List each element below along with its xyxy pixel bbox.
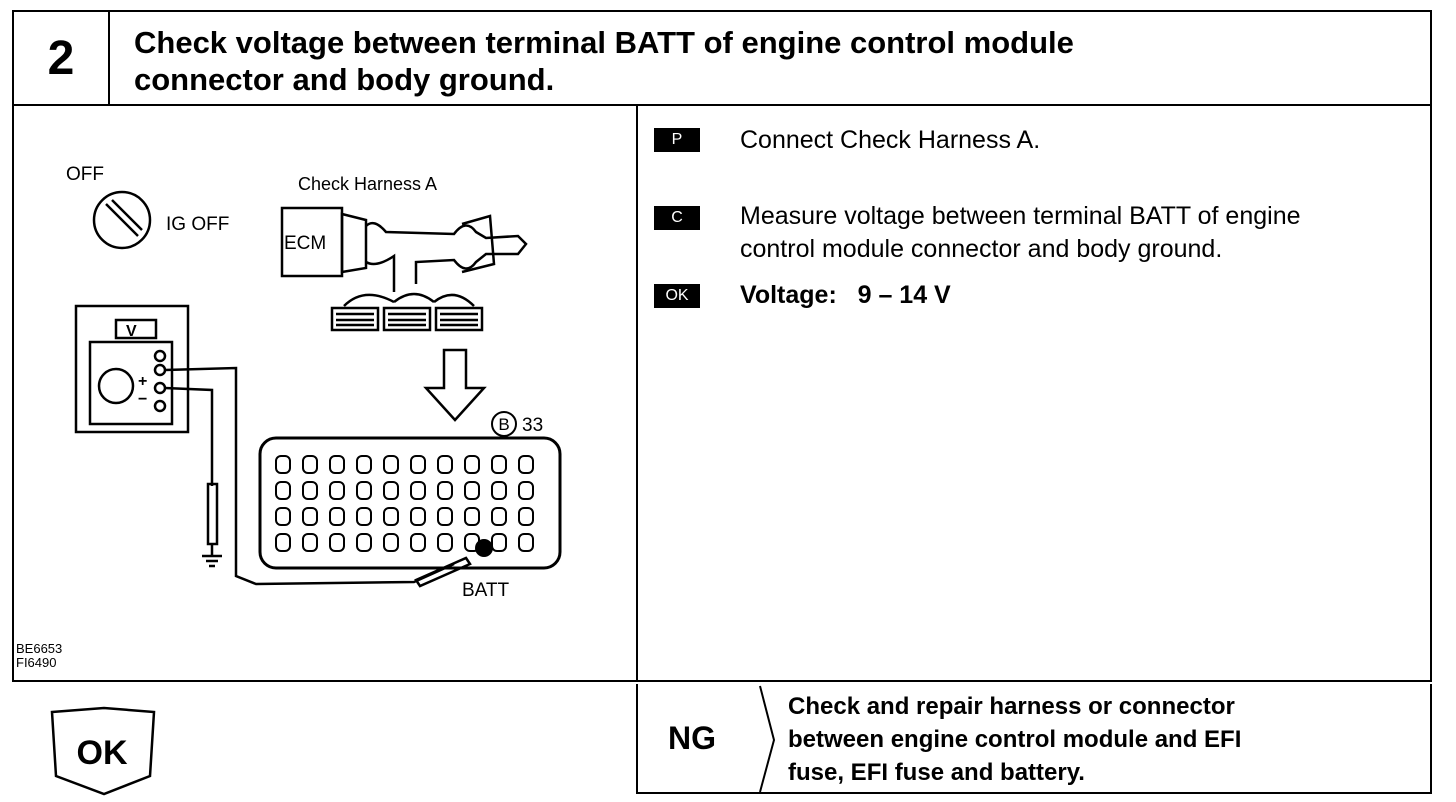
header-divider: [12, 104, 1432, 106]
connector-pin: [410, 481, 426, 500]
step-title-line1: Check voltage between terminal BATT of e…: [134, 25, 1074, 60]
connector-pin: [491, 507, 507, 526]
connector-pin: [437, 455, 453, 474]
connector-pin: [518, 507, 534, 526]
ignition-switch-icon: [92, 190, 152, 250]
connector-pin: [491, 533, 507, 552]
switch-state-label: OFF: [66, 164, 104, 185]
connector-pin: [356, 533, 372, 552]
connector-pin: [302, 481, 318, 500]
connector-pin: [383, 507, 399, 526]
step-title: Check voltage between terminal BATT of e…: [134, 24, 1334, 98]
pin-number: 33: [522, 415, 543, 436]
instruction-prepare: Connect Check Harness A.: [740, 124, 1040, 157]
connector-id: B: [498, 415, 509, 434]
step-title-line2: connector and body ground.: [134, 62, 555, 97]
connector-pin: [329, 455, 345, 474]
tag-ok: OK: [654, 284, 700, 308]
connector-pin: [410, 533, 426, 552]
minus-sign: −: [138, 391, 147, 408]
ecm-connector-b: [258, 436, 562, 570]
harness-label: Check Harness A: [298, 174, 437, 194]
wiring-illustration: OFF IG OFF Check Harness A ECM V + −: [66, 164, 562, 601]
connector-pin: [356, 481, 372, 500]
arrow-down-icon: [423, 348, 487, 422]
connector-pin: [329, 507, 345, 526]
connector-pin: [356, 507, 372, 526]
connector-pin: [410, 507, 426, 526]
ng-action-text: Check and repair harness or connector be…: [788, 690, 1388, 789]
ng-label: NG: [668, 720, 716, 756]
ng-result-box: [636, 684, 1432, 794]
connector-pin: [518, 533, 534, 552]
figure-code-line1: BE6653: [16, 641, 63, 656]
connector-pin: [383, 455, 399, 474]
connector-pin: [437, 481, 453, 500]
instruction-prepare-line1: Connect Check Harness A.: [740, 126, 1041, 154]
connector-pins: [275, 455, 534, 552]
tag-p: P: [654, 128, 700, 152]
step-number: 2: [47, 31, 75, 85]
connector-pin: [275, 455, 291, 474]
ng-chevron-icon: [759, 685, 776, 793]
instruction-check-line1: Measure voltage between terminal BATT of…: [740, 202, 1301, 230]
connector-pin: [302, 507, 318, 526]
connector-pin: [437, 507, 453, 526]
plus-sign: +: [138, 373, 147, 390]
ok-result-badge: OK: [50, 706, 156, 796]
connector-pin: [275, 533, 291, 552]
circled-b-icon: [491, 411, 517, 437]
connector-pin: [356, 455, 372, 474]
tag-c: C: [654, 206, 700, 230]
connector-pin: [518, 455, 534, 474]
figure-code: BE6653 FI6490: [16, 642, 62, 670]
connector-pin: [329, 481, 345, 500]
connector-pin: [437, 533, 453, 552]
test-leads: [164, 366, 472, 588]
ng-action-line3: fuse, EFI fuse and battery.: [788, 759, 1085, 786]
connector-pin: [491, 455, 507, 474]
meter-unit-label: V: [126, 323, 137, 340]
ecm-label: ECM: [284, 233, 326, 254]
connector-pin: [275, 481, 291, 500]
figure-code-line2: FI6490: [16, 655, 57, 670]
connector-pin: [464, 481, 480, 500]
connector-pin: [275, 507, 291, 526]
connector-pin: [410, 455, 426, 474]
column-divider: [636, 104, 638, 682]
step-number-box: [12, 10, 110, 106]
connector-pin: [491, 481, 507, 500]
ig-off-label: IG OFF: [166, 214, 229, 235]
batt-probe-point: [475, 539, 493, 557]
connector-pin: [302, 455, 318, 474]
instruction-check: Measure voltage between terminal BATT of…: [740, 200, 1301, 266]
step-frame: [12, 10, 1432, 682]
instruction-check-line2: control module connector and body ground…: [740, 235, 1223, 263]
ng-action-line1: Check and repair harness or connector: [788, 693, 1235, 720]
connector-pin: [464, 507, 480, 526]
connector-pin: [383, 481, 399, 500]
connector-pin: [302, 533, 318, 552]
connector-pin: [329, 533, 345, 552]
batt-label: BATT: [462, 580, 510, 601]
voltage-spec: Voltage: 9 – 14 V: [740, 281, 951, 309]
ok-label: OK: [77, 734, 128, 772]
connector-pin: [383, 533, 399, 552]
connector-pin: [518, 481, 534, 500]
connector-pin: [464, 455, 480, 474]
check-harness-icon: [280, 206, 528, 332]
ng-action-line2: between engine control module and EFI: [788, 726, 1242, 753]
